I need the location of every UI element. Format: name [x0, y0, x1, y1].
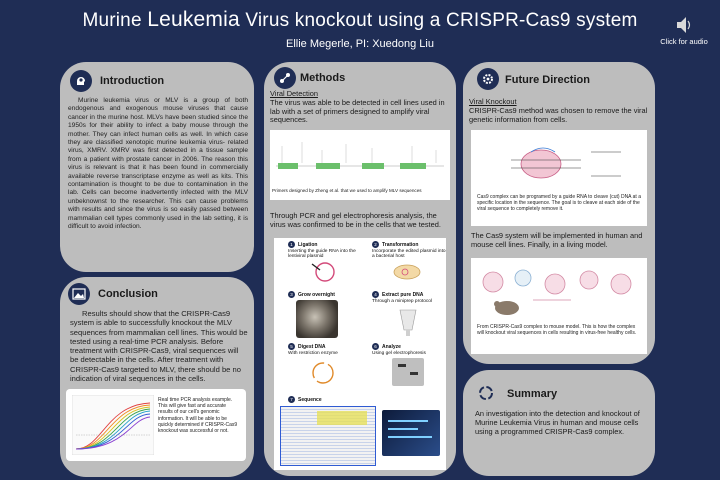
step-number: 7	[288, 396, 295, 403]
step-number: 1	[288, 241, 295, 248]
step-title: Analyze	[382, 343, 401, 350]
step-title: Extract pure DNA	[382, 291, 424, 298]
methods-text-1: The virus was able to be detected in cel…	[270, 97, 445, 125]
summary-panel: Summary An investigation into the detect…	[463, 370, 655, 476]
introduction-panel: Introduction Murine leukemia virus or ML…	[60, 62, 254, 272]
bacteria-icon	[393, 264, 421, 280]
mouse-model-figure-box: From CRISPR-Cas9 complex to mouse model.…	[471, 258, 647, 354]
step-number: 3	[288, 291, 295, 298]
gears-head-icon	[477, 68, 499, 90]
pcr-caption: Real time PCR analysis example. This wil…	[158, 397, 238, 435]
gel-photo	[392, 358, 424, 386]
primer-figure-box: Primers designed by Zheng et al. that we…	[270, 130, 450, 200]
step-desc: Inserting the guide RNA into the lentivi…	[288, 248, 356, 260]
crispr-figure-box: Cas9 complex can be programed by a guide…	[471, 130, 647, 226]
step-desc: With restriction enzyme	[288, 350, 338, 356]
future-text-1: CRISPR-Cas9 method was chosen to remove …	[469, 105, 648, 124]
cycle-icon	[475, 382, 497, 404]
title-post: Virus knockout using a CRISPR-Cas9 syste…	[239, 10, 638, 31]
step-number: 2	[372, 241, 379, 248]
methods-panel: Methods Viral Detection The virus was ab…	[264, 62, 456, 476]
sequencing-screen-image	[382, 410, 440, 456]
miniprep-column-icon	[399, 309, 417, 336]
step-desc: Using gel electrophoresis	[372, 350, 426, 356]
pcr-figure-box: Real time PCR analysis example. This wil…	[66, 389, 246, 461]
audio-button[interactable]: Click for audio	[656, 16, 712, 46]
summary-heading: Summary	[507, 388, 558, 400]
authors: Ellie Megerle, PI: Xuedong Liu	[286, 38, 434, 50]
introduction-text: Murine leukemia virus or MLV is a group …	[68, 97, 248, 231]
colony-photo	[296, 300, 338, 338]
sequence-alignment-image	[280, 406, 376, 466]
molecule-icon	[274, 67, 296, 89]
cells-to-mouse-diagram	[482, 269, 632, 315]
step-title: Grow overnight	[298, 291, 335, 298]
summary-text: An investigation into the detection and …	[475, 409, 640, 436]
pcr-curves-figure	[72, 395, 154, 455]
cas9-diagram	[511, 147, 621, 179]
title-pre: Murine	[82, 10, 148, 31]
mouse-model-caption: From CRISPR-Cas9 complex to mouse model.…	[477, 324, 637, 337]
introduction-heading: Introduction	[100, 75, 165, 87]
step-number: 4	[372, 291, 379, 298]
future-heading: Future Direction	[505, 74, 590, 86]
plasmid-ligation-icon	[311, 262, 335, 282]
future-text-2: The Cas9 system will be implemented in h…	[471, 231, 643, 249]
future-direction-panel: Future Direction Viral Knockout CRISPR-C…	[463, 62, 655, 364]
step-title: Sequence	[298, 396, 322, 403]
step-number: 6	[372, 343, 379, 350]
methods-heading: Methods	[300, 72, 346, 84]
step-title: Digest DNA	[298, 343, 326, 350]
step-desc: Through a miniprep protocol	[372, 298, 432, 304]
conclusion-panel: Conclusion Results should show that the …	[60, 277, 254, 477]
step-title: Ligation	[298, 241, 318, 248]
step-number: 5	[288, 343, 295, 350]
step-title: Transformation	[382, 241, 419, 248]
conclusion-heading: Conclusion	[98, 288, 158, 300]
primer-map-figure	[276, 142, 444, 169]
methods-subheading: Viral Detection	[270, 89, 318, 98]
future-subheading: Viral Knockout	[469, 97, 517, 106]
speaker-icon	[677, 17, 691, 33]
conclusion-text: Results should show that the CRISPR-Cas9…	[70, 309, 248, 384]
head-brain-icon	[70, 70, 92, 92]
poster-title: Murine Leukemia Virus knockout using a C…	[0, 8, 720, 32]
methods-text-2: Through PCR and gel electrophoresis anal…	[270, 211, 441, 229]
step-desc: Incorporate the edited plasmid into a ba…	[372, 248, 446, 260]
mountain-image-icon	[68, 283, 90, 305]
audio-label: Click for audio	[660, 37, 708, 46]
digest-plasmid-icon	[312, 362, 334, 384]
cas9-caption: Cas9 complex can be programed by a guide…	[477, 194, 641, 213]
primer-caption: Primers designed by Zheng et al. that we…	[272, 188, 422, 193]
title-big: Leukemia	[147, 8, 240, 31]
